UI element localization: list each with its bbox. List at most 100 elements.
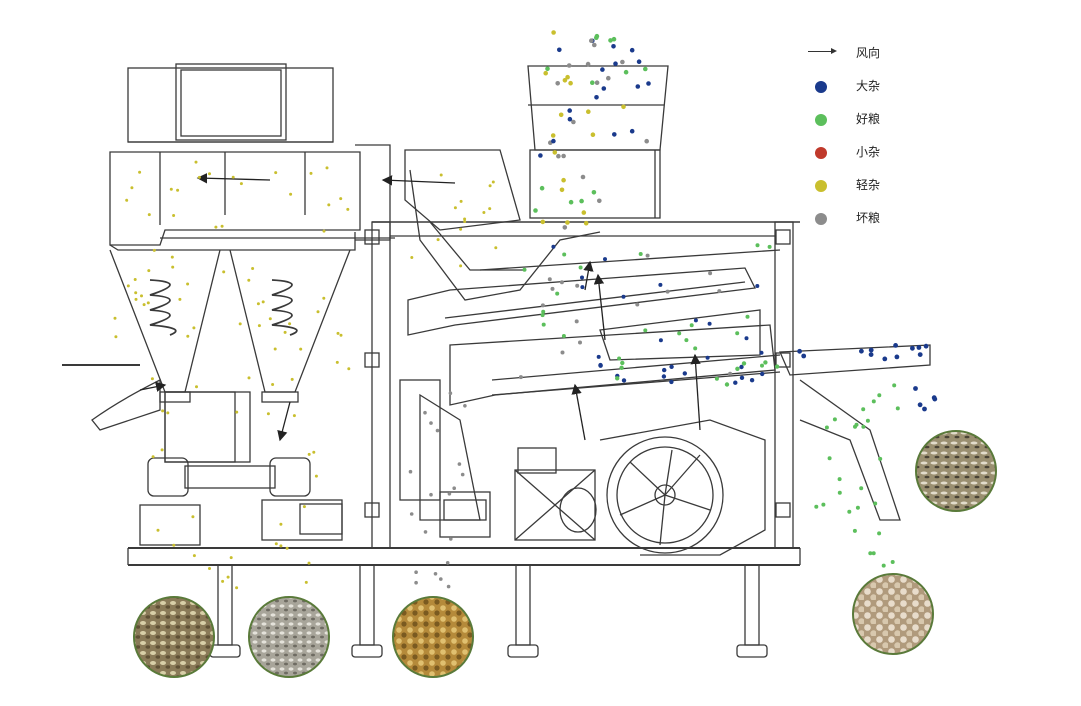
grain-particle <box>221 579 225 583</box>
legend-label: 轻杂 <box>856 178 881 192</box>
grain-particle <box>917 352 923 357</box>
dust-sample <box>248 596 330 678</box>
grain-particle <box>559 187 565 193</box>
grain-particle <box>705 355 710 360</box>
legend-item-small-impurity: 小杂 <box>808 139 928 172</box>
grain-particle <box>307 452 311 456</box>
grain-particle <box>759 350 764 355</box>
grain-particle <box>760 371 765 377</box>
grain-particle <box>895 406 900 411</box>
grain-particle <box>408 469 413 474</box>
grain-particle <box>178 297 182 301</box>
grain-particle <box>868 352 874 357</box>
legend-label: 好粮 <box>856 112 881 126</box>
grain-particle <box>551 244 556 249</box>
grain-particle <box>247 278 251 282</box>
grain-particle <box>871 551 876 556</box>
grain-particle <box>623 69 629 75</box>
grain-particle <box>488 207 492 211</box>
grain-particle <box>545 66 550 72</box>
grain-particle <box>214 225 218 229</box>
grain-particle <box>571 119 576 125</box>
grain-particle <box>861 424 866 429</box>
grain-particle <box>574 319 579 324</box>
grain-particle <box>606 75 611 81</box>
grain-particle <box>669 379 674 385</box>
grain-particle <box>220 224 224 228</box>
grain-particle <box>235 586 239 590</box>
grain-particle <box>693 346 698 351</box>
grain-particle <box>314 474 318 478</box>
grain-particle <box>565 220 570 225</box>
grain-particle <box>855 505 860 510</box>
grain-particle <box>717 289 722 294</box>
grain-particle <box>646 81 651 86</box>
dot-icon <box>815 114 827 126</box>
grain-particle <box>644 138 649 144</box>
grain-particle <box>299 347 303 351</box>
grain-particle <box>598 363 603 368</box>
grain-particle <box>423 530 428 534</box>
grain-particle <box>873 501 878 506</box>
grain-particle <box>774 364 780 369</box>
grain-particle <box>556 153 561 159</box>
grain-particle <box>176 188 180 192</box>
grain-particle <box>613 61 618 66</box>
grain-particle <box>302 505 306 509</box>
grain-particle <box>682 371 687 376</box>
grain-particle <box>540 303 545 308</box>
grain-particle <box>261 300 265 304</box>
grain-particle <box>580 275 584 280</box>
machine-line-art <box>62 63 931 658</box>
grain-particle <box>568 80 573 86</box>
grain-particle <box>585 61 591 67</box>
grain-particle <box>459 227 463 231</box>
grain-particle <box>910 345 915 351</box>
grain-particle <box>741 361 747 366</box>
grain-particle <box>662 367 667 373</box>
grain-particle <box>463 217 467 221</box>
grain-particle <box>871 399 876 404</box>
grain-particle <box>603 257 607 262</box>
grain-particle <box>126 284 130 288</box>
grain-particle <box>268 317 272 321</box>
grain-particle <box>247 376 251 380</box>
legend-label: 坏粮 <box>856 211 881 225</box>
grain-particle <box>832 417 837 422</box>
legend-item-good-grain: 好粮 <box>808 106 928 139</box>
grain-particle <box>192 554 196 558</box>
grain-particle <box>161 409 165 413</box>
grain-particle <box>172 214 176 217</box>
grain-particle <box>169 187 173 191</box>
grain-particle <box>457 462 462 466</box>
grain-particle <box>677 331 682 336</box>
bad-grain-sample <box>392 596 474 678</box>
grain-particle <box>274 171 278 175</box>
grain-particle <box>550 286 555 291</box>
dot-icon <box>815 81 827 93</box>
grain-particle <box>643 328 648 333</box>
grain-particle <box>635 84 641 89</box>
grain-particle <box>433 572 438 576</box>
grain-particle <box>156 528 160 532</box>
grain-particle <box>150 377 154 381</box>
legend-item-light-impurity: 轻杂 <box>808 172 928 205</box>
grain-particle <box>645 253 650 258</box>
grain-particle <box>166 411 170 415</box>
grain-particle <box>579 198 584 204</box>
grain-particle <box>578 265 583 270</box>
grain-particle <box>859 348 864 354</box>
legend-label: 风向 <box>856 46 881 60</box>
grain-particle <box>533 208 538 213</box>
grain-particle <box>414 580 418 585</box>
support-legs <box>209 564 768 658</box>
grain-particle <box>491 180 495 184</box>
grain-particle <box>586 109 591 114</box>
grain-particle <box>463 220 467 223</box>
grain-particle <box>436 238 440 242</box>
grain-particle <box>271 383 275 386</box>
grain-particle <box>322 296 326 300</box>
grain-particle <box>208 172 211 176</box>
grain-sample-photos <box>133 430 997 678</box>
grain-particle <box>565 74 570 80</box>
